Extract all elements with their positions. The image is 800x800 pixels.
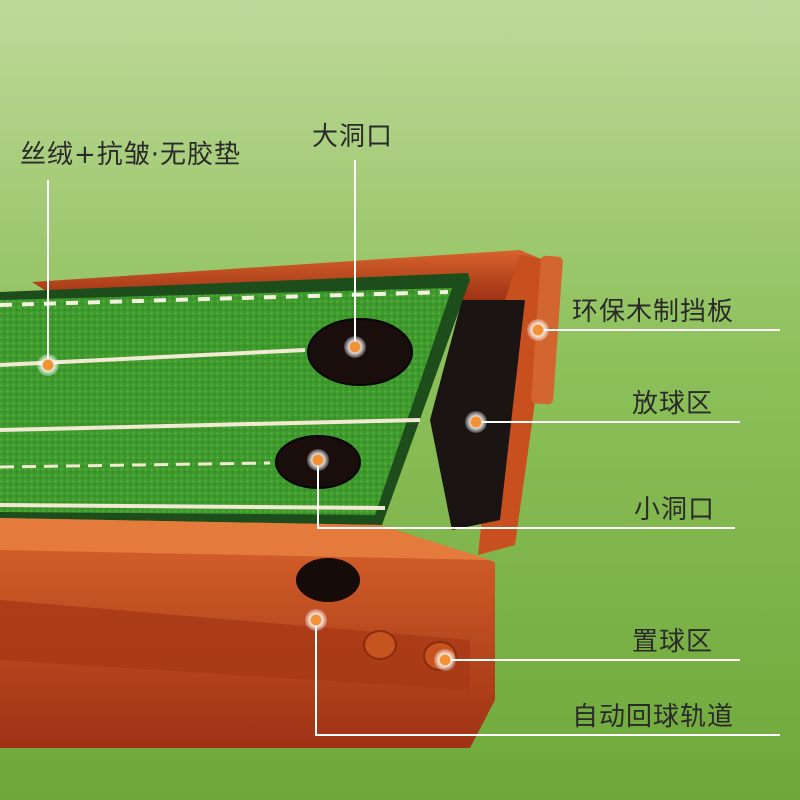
- label-board: 环保木制挡板: [572, 297, 735, 327]
- callout-dots: [37, 319, 549, 671]
- mat-line-4: [0, 503, 386, 510]
- return-track: [0, 600, 470, 690]
- label-small-hole: 小洞口: [634, 495, 716, 525]
- leader-lines: [47, 160, 780, 736]
- label-return-track: 自动回球轨道: [572, 702, 735, 732]
- mat-line-top: [0, 290, 449, 307]
- mat-line-2: [0, 418, 421, 432]
- label-big-hole: 大洞口: [312, 122, 394, 152]
- label-mat: 丝绒+抗皱·无胶垫: [20, 140, 242, 170]
- rest-pin-1: [363, 630, 397, 660]
- mat-line-3: [0, 461, 271, 469]
- return-hole: [296, 558, 360, 602]
- label-rest-zone: 置球区: [632, 627, 714, 657]
- label-ball-zone: 放球区: [632, 389, 714, 419]
